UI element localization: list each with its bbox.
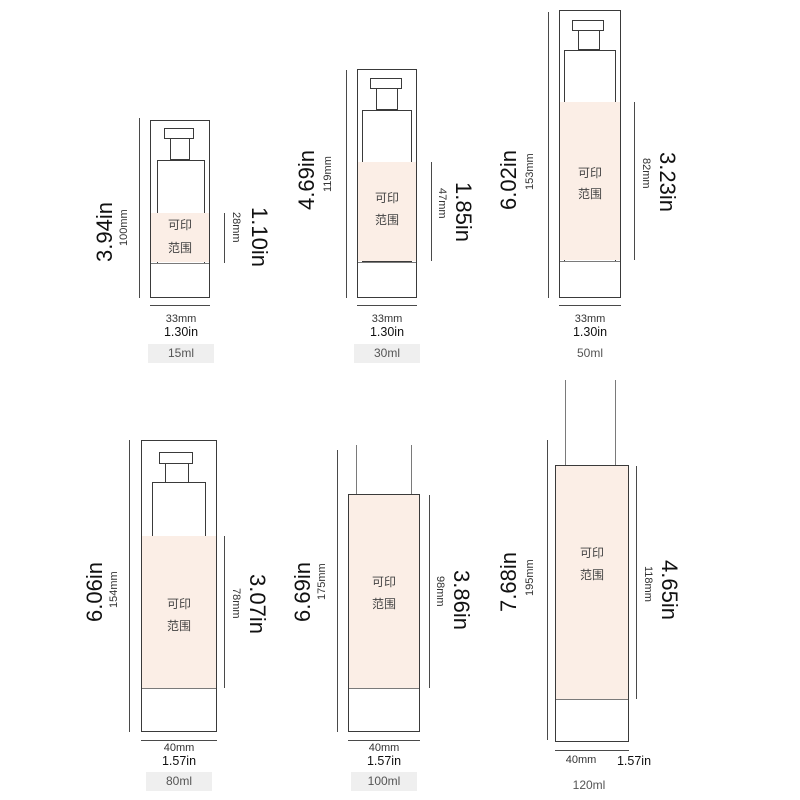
- bottle-neck-right: [615, 380, 616, 466]
- width-in-label: 1.30in: [163, 325, 199, 339]
- capacity-label: 50ml: [576, 346, 603, 360]
- width-mm-label: 40mm: [163, 742, 195, 754]
- base-divider: [358, 262, 416, 263]
- print-dimension-line: [429, 495, 430, 688]
- height-in-label: 3.94in: [92, 202, 117, 262]
- print-area: [560, 102, 620, 260]
- print-mm-label: 28mm: [230, 212, 242, 243]
- height-dimension-line: [547, 440, 548, 740]
- print-mm-label: 78mm: [230, 588, 242, 619]
- height-mm-label: 100mm: [118, 209, 130, 246]
- height-in-label: 6.02in: [496, 150, 521, 210]
- width-mm-label: 40mm: [565, 754, 597, 766]
- pump-neck: [578, 30, 600, 50]
- print-area-text-2: 范围: [371, 597, 396, 611]
- bottle-neck-right: [411, 445, 412, 495]
- capacity-label: 15ml: [148, 344, 214, 363]
- print-area: [151, 213, 209, 262]
- print-in-label: 1.85in: [451, 182, 476, 242]
- print-area-text-1: 可印: [167, 218, 192, 232]
- capacity-label: 120ml: [572, 778, 606, 792]
- print-area-text-2: 范围: [579, 568, 604, 582]
- width-in-label: 1.57in: [161, 754, 197, 768]
- bottle-neck-left: [356, 445, 357, 495]
- print-in-label: 1.10in: [247, 207, 272, 267]
- width-dimension-line: [357, 305, 417, 306]
- width-dimension-line: [150, 305, 210, 306]
- pump-neck: [376, 88, 398, 110]
- capacity-label: 100ml: [351, 772, 417, 791]
- print-in-label: 3.07in: [245, 574, 270, 634]
- width-in-label: 1.57in: [366, 754, 402, 768]
- height-dimension-line: [129, 440, 130, 732]
- height-in-label: 7.68in: [496, 552, 521, 612]
- width-dimension-line: [559, 305, 621, 306]
- height-dimension-line: [139, 118, 140, 298]
- width-dimension-line: [141, 740, 217, 741]
- print-area-text-2: 范围: [374, 213, 399, 227]
- capacity-label: 80ml: [146, 772, 212, 791]
- width-in-label: 1.30in: [572, 325, 608, 339]
- print-dimension-line: [634, 102, 635, 260]
- print-area-text-1: 可印: [371, 575, 396, 589]
- print-dimension-line: [636, 466, 637, 699]
- print-area: [349, 495, 419, 688]
- print-dimension-line: [224, 213, 225, 263]
- print-area-text-1: 可印: [579, 546, 604, 560]
- width-in-label: 1.57in: [616, 754, 652, 768]
- base-divider: [556, 699, 628, 700]
- height-mm-label: 154mm: [108, 571, 120, 608]
- base-divider: [142, 688, 216, 689]
- print-mm-label: 98mm: [434, 576, 446, 607]
- print-area-text-1: 可印: [166, 597, 191, 611]
- pump-neck: [165, 463, 189, 483]
- print-in-label: 3.23in: [655, 152, 680, 212]
- width-mm-label: 33mm: [574, 313, 606, 325]
- height-in-label: 6.69in: [290, 562, 315, 622]
- print-area-text-1: 可印: [374, 191, 399, 205]
- print-mm-label: 82mm: [640, 158, 652, 189]
- height-dimension-line: [346, 70, 347, 298]
- height-dimension-line: [337, 450, 338, 732]
- print-mm-label: 118mm: [642, 566, 654, 602]
- print-mm-label: 47mm: [436, 188, 448, 219]
- print-area-text-2: 范围: [167, 241, 192, 255]
- height-mm-label: 195mm: [524, 559, 536, 596]
- print-area: [142, 536, 216, 688]
- base-divider: [560, 261, 620, 262]
- print-area-text-1: 可印: [577, 166, 602, 180]
- capacity-label: 30ml: [354, 344, 420, 363]
- print-area-text-2: 范围: [166, 619, 191, 633]
- height-in-label: 4.69in: [294, 150, 319, 210]
- width-dimension-line: [555, 750, 629, 751]
- print-in-label: 4.65in: [657, 560, 682, 620]
- width-in-label: 1.30in: [369, 325, 405, 339]
- print-in-label: 3.86in: [449, 570, 474, 630]
- width-mm-label: 33mm: [165, 313, 197, 325]
- width-dimension-line: [348, 740, 420, 741]
- base-divider: [349, 688, 419, 689]
- print-dimension-line: [431, 162, 432, 261]
- height-mm-label: 175mm: [316, 563, 328, 600]
- print-dimension-line: [224, 536, 225, 688]
- print-area: [556, 466, 628, 699]
- height-dimension-line: [548, 12, 549, 298]
- height-mm-label: 119mm: [322, 156, 334, 192]
- print-area-text-2: 范围: [577, 187, 602, 201]
- width-mm-label: 40mm: [368, 742, 400, 754]
- height-mm-label: 153mm: [524, 153, 536, 190]
- bottle-neck-left: [565, 380, 566, 466]
- base-divider: [151, 263, 209, 264]
- height-in-label: 6.06in: [82, 562, 107, 622]
- width-mm-label: 33mm: [371, 313, 403, 325]
- pump-neck: [170, 138, 190, 160]
- print-area: [358, 162, 416, 261]
